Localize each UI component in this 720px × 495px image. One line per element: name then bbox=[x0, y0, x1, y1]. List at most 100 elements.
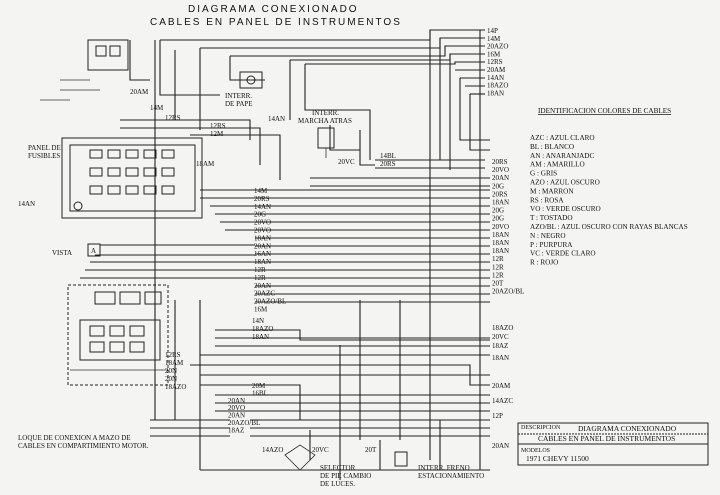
legend-item: AN : ANARANJADC bbox=[530, 152, 594, 160]
selector-label-1: SELECTOR bbox=[320, 464, 356, 472]
wire-label-mid-right: 20VO bbox=[492, 223, 509, 231]
titleblock-desc-label: DESCRIPCION bbox=[521, 425, 561, 431]
wire-label-low-right: 20AN bbox=[492, 442, 509, 450]
wire-label: 20T bbox=[365, 446, 377, 454]
legend-item: VC : VERDE CLARO bbox=[530, 250, 596, 258]
wire-label: 14AN bbox=[18, 200, 35, 208]
wire-label-center: 20G bbox=[254, 211, 266, 219]
legend-item: T : TOSTADO bbox=[530, 214, 573, 222]
diagram-title-line1: DIAGRAMA CONEXIONADO bbox=[188, 4, 359, 15]
wire-label-left-low: 12RS bbox=[165, 351, 181, 359]
wire-label-bottom: 20VO bbox=[228, 404, 245, 412]
wire-label-top-right: 14AN bbox=[487, 74, 504, 82]
engine-block-connector bbox=[67, 284, 169, 386]
wire-label-mid-right: 20G bbox=[492, 215, 504, 223]
wire-label: 14AZO bbox=[262, 446, 283, 454]
legend-item: R : ROJO bbox=[530, 259, 558, 267]
wire-label: 20AM bbox=[130, 88, 149, 96]
vista-label: VISTA bbox=[52, 249, 72, 257]
wire-label: 18AM bbox=[196, 160, 215, 168]
freno-label-1: INTERR. FRENO bbox=[418, 464, 470, 472]
wire-label-mid-right: 20T bbox=[492, 280, 504, 288]
legend-item: VO : VERDE OSCURO bbox=[530, 205, 601, 213]
wire-harness bbox=[80, 29, 490, 480]
titleblock-model-label: MODELOS bbox=[521, 448, 550, 454]
panel-fusibles-label-2: FUSIBLES bbox=[28, 152, 60, 160]
wire-label-left-low: 20N bbox=[165, 367, 177, 375]
wire-label-bottom: 18AZ bbox=[228, 426, 244, 434]
fuse-panel bbox=[61, 137, 203, 219]
wire-label-bottom: 20AN bbox=[228, 397, 245, 405]
wire-label-low-right: 18AZO bbox=[492, 324, 513, 332]
wire-label-center: 20VO bbox=[254, 227, 271, 235]
wire-label-mid-right: 18AN bbox=[492, 199, 509, 207]
wire-label-center: 12R bbox=[254, 266, 266, 274]
wire-label-center: 14M bbox=[254, 187, 268, 195]
wire-label: 12M bbox=[210, 130, 224, 138]
wire-label-top-right: 16M bbox=[487, 50, 501, 58]
panel-fusibles-label-1: PANEL DE bbox=[28, 144, 61, 152]
wire-label-mid-right: 18AN bbox=[492, 247, 509, 255]
wire-label-bottom: 20M bbox=[252, 382, 266, 390]
wire-label-low-right: 14AZC bbox=[492, 397, 513, 405]
wire-label-top-right: 18AZO bbox=[487, 82, 508, 90]
wire-label-low-right: 12P bbox=[492, 412, 503, 420]
wire-label: 20VC bbox=[338, 158, 355, 166]
wire-label-mid-right: 12R bbox=[492, 255, 504, 263]
wire-label-center-low: 14N bbox=[252, 317, 264, 325]
wire-label-bottom: 20AN bbox=[228, 412, 245, 420]
legend-item: P : PURPURA bbox=[530, 241, 573, 249]
wire-label-mid-right: 20VO bbox=[492, 166, 509, 174]
foot-selector-switch bbox=[284, 444, 316, 471]
wire-label-top-right: 18AN bbox=[487, 89, 504, 97]
wire-label-center: 20AN bbox=[254, 282, 271, 290]
top-left-connector bbox=[40, 39, 129, 101]
legend-item: AM : AMARILLO bbox=[530, 161, 585, 169]
wire-label-center: 16M bbox=[254, 306, 268, 314]
marcha-atras-label-1: INTERR. bbox=[312, 109, 339, 117]
legend-item: AZC : AZUL CLARO bbox=[530, 134, 595, 142]
wire-label-bottom: 20AZO/BL bbox=[228, 419, 260, 427]
interr-pape-switch bbox=[239, 71, 263, 89]
wire-label-center: 20VO bbox=[254, 219, 271, 227]
wire-label-left-low: 20N bbox=[165, 375, 177, 383]
marcha-atras-label-2: MARCHA ATRAS bbox=[298, 117, 352, 125]
wire-label-center: 20AN bbox=[254, 242, 271, 250]
vista-box-label: A bbox=[91, 247, 96, 255]
wire-label: 14M bbox=[150, 104, 164, 112]
wire-label: 12RS bbox=[210, 122, 226, 130]
bloque-label-2: CABLES EN COMPARTIMIENTO MOTOR. bbox=[18, 442, 149, 450]
titleblock-desc-2: CABLES EN PANEL DE INSTRUMENTOS bbox=[538, 434, 675, 443]
wire-label-left-low: 18AM bbox=[165, 359, 184, 367]
wire-label-low-right: 18AZ bbox=[492, 342, 508, 350]
legend-item: BL : BLANCO bbox=[530, 143, 574, 151]
freno-label-2: ESTACIONAMIENTO bbox=[418, 472, 484, 480]
wire-label-center: 14AN bbox=[254, 203, 271, 211]
wire-label-low-right: 18AN bbox=[492, 354, 509, 362]
wire-label-center: 12R bbox=[254, 274, 266, 282]
wire-label-mid-right: 20G bbox=[492, 207, 504, 215]
wire-label: 20VC bbox=[312, 446, 329, 454]
wire-label-top-right: 20AM bbox=[487, 66, 506, 74]
wire-label-center: 20AZC bbox=[254, 290, 275, 298]
diagram-title-line2: CABLES EN PANEL DE INSTRUMENTOS bbox=[150, 17, 402, 28]
wire-label-center: 18AN bbox=[254, 258, 271, 266]
titleblock-desc-1: DIAGRAMA CONEXIONADO bbox=[578, 424, 677, 433]
wire-label-left-low: 18AZO bbox=[165, 383, 186, 391]
wire-label: 14BL bbox=[380, 152, 396, 160]
legend-item: M : MARRON bbox=[530, 187, 574, 195]
wire-label-center-low: 18AN bbox=[252, 333, 269, 341]
wire-label-mid-right: 12R bbox=[492, 263, 504, 271]
wire-label-center-low: 18AZO bbox=[252, 325, 273, 333]
legend-item: G : GRIS bbox=[530, 170, 557, 178]
wire-label-mid-right: 20RS bbox=[492, 190, 508, 198]
selector-label-3: DE LUCES. bbox=[320, 480, 355, 488]
wire-label-top-right: 14P bbox=[487, 27, 498, 35]
interr-pape-label-1: INTERR. bbox=[225, 92, 252, 100]
vista-a-marker bbox=[87, 243, 101, 257]
legend-title: IDENTIFICACION COLORES DE CABLES bbox=[538, 107, 671, 115]
legend-item: AZO/BL : AZUL OSCURO CON RAYAS BLANCAS bbox=[530, 223, 688, 231]
legend-item: N : NEGRO bbox=[530, 232, 566, 240]
